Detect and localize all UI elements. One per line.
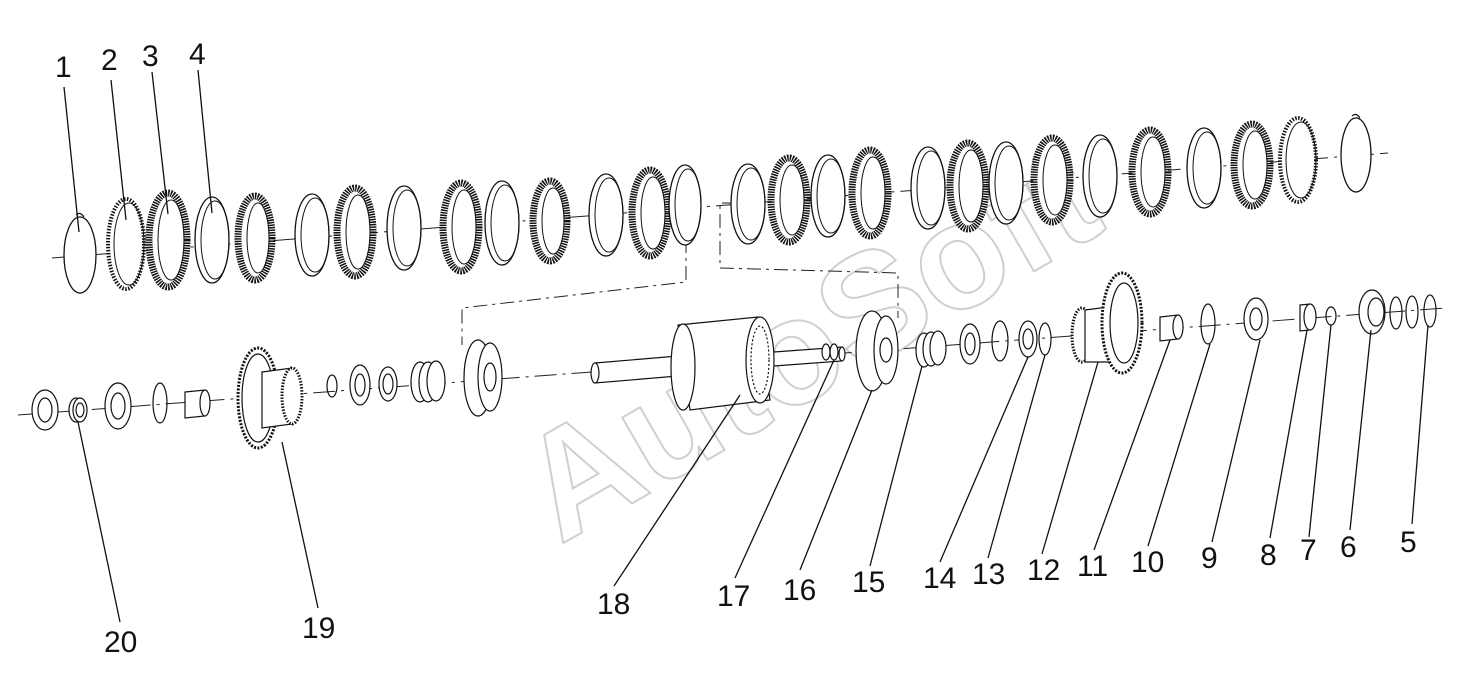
snap-ring-1 (63, 212, 97, 294)
sleeve (184, 389, 211, 419)
shaft-seals-17 (821, 343, 839, 361)
clutch-drum-18 (670, 316, 775, 411)
race-8 (1299, 303, 1317, 332)
bearing-6 (1358, 289, 1386, 335)
left-bearing (31, 389, 59, 431)
bearing-9 (1243, 297, 1269, 341)
connector-right (719, 202, 899, 318)
friction-disc-18 (848, 146, 892, 240)
callout-15: 15 (852, 566, 885, 599)
friction-disc-20 (946, 139, 990, 233)
callout-6: 6 (1340, 531, 1357, 564)
steel-plate-12 (588, 173, 624, 257)
callout-1: 1 (55, 51, 72, 84)
snap-ring (152, 382, 168, 424)
callout-14: 14 (923, 562, 956, 595)
friction-disc-16 (767, 154, 811, 246)
leader-lines (63, 69, 1429, 623)
callout-9: 9 (1201, 542, 1218, 575)
callout-12: 12 (1027, 554, 1060, 587)
friction-disc-26 (1230, 120, 1274, 210)
snap-ring-c (991, 320, 1009, 362)
main-shaft (590, 346, 846, 384)
bearing-c (959, 323, 981, 365)
callout-17: 17 (717, 580, 750, 613)
steel-plate-10 (484, 180, 520, 266)
toothed-plate-2 (106, 197, 146, 291)
washer-14 (1018, 320, 1038, 358)
spacer-ring (104, 382, 132, 430)
callout-10: 10 (1131, 546, 1164, 579)
snap-ring-13 (1038, 322, 1052, 356)
bearing-race-20 (68, 397, 88, 423)
steel-plate-14 (668, 164, 702, 246)
callout-5: 5 (1400, 526, 1417, 559)
friction-disc-22 (1030, 134, 1074, 226)
small-snap-ring (326, 374, 338, 398)
driven-gear-12 (1070, 271, 1144, 375)
friction-disc-7 (333, 184, 377, 280)
steel-plate-19 (910, 146, 946, 230)
steel-plate-4 (194, 196, 230, 284)
steel-plate-8 (386, 185, 422, 271)
snap-ring-10 (1200, 303, 1216, 345)
connector-lines (461, 202, 899, 345)
callout-13: 13 (972, 558, 1005, 591)
bearing-b (378, 366, 398, 402)
friction-disc-3 (145, 189, 191, 291)
friction-disc-13 (628, 166, 672, 260)
steel-plate-23 (1082, 134, 1118, 218)
snap-ring-28 (1340, 113, 1372, 193)
callout-19: 19 (302, 612, 335, 645)
steel-plate-25 (1186, 127, 1222, 209)
o-ring-7 (1325, 306, 1337, 326)
shaft-assembly (31, 271, 1437, 450)
piston-left (463, 339, 503, 417)
friction-disc-11 (529, 177, 571, 265)
callout-16: 16 (783, 574, 816, 607)
seal-rings-5 (1389, 294, 1437, 330)
connector-left (461, 212, 687, 345)
steel-plate-6 (294, 193, 330, 277)
toothed-plate-27 (1278, 116, 1318, 204)
drive-gear-19 (236, 346, 304, 450)
steel-plate-17 (810, 154, 846, 238)
spring-pack-15 (915, 330, 947, 368)
callout-2: 2 (101, 44, 118, 77)
sleeve-11 (1159, 314, 1184, 342)
spring-pack-left (410, 360, 446, 403)
callout-7: 7 (1300, 534, 1317, 567)
callout-11: 11 (1077, 550, 1108, 583)
clutch-plate-pack (63, 113, 1372, 294)
piston-right-16 (855, 310, 899, 392)
bearing-a (349, 364, 371, 406)
friction-disc-9 (439, 179, 483, 275)
callout-3: 3 (142, 40, 159, 73)
steel-plate-15 (730, 163, 766, 245)
steel-plate-21 (988, 141, 1024, 225)
callout-8: 8 (1260, 539, 1277, 572)
callout-20: 20 (104, 626, 137, 659)
friction-disc-5 (234, 192, 276, 284)
callout-18: 18 (597, 588, 630, 621)
callout-numbers: 1 2 3 4 5 6 7 8 9 10 11 12 13 14 15 16 1… (55, 38, 1417, 659)
friction-disc-24 (1128, 126, 1172, 218)
callout-4: 4 (189, 38, 206, 71)
